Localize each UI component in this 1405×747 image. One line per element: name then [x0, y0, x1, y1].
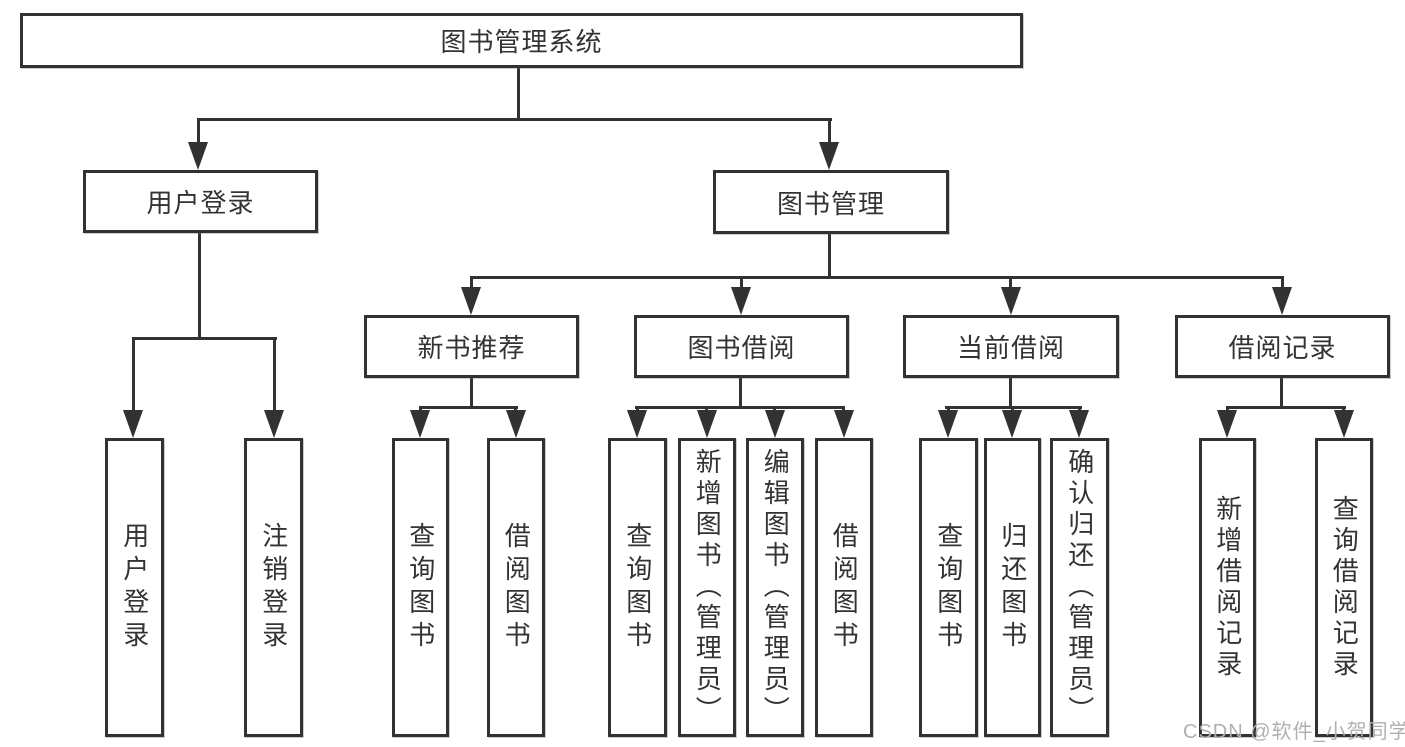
connector-root-stem	[517, 68, 520, 121]
connector-stem-current-borrow	[1009, 276, 1012, 292]
leaf-query-books-2-label: 查询图书	[622, 521, 653, 654]
leaf-query-books-1: 查询图书	[392, 438, 449, 737]
arrowhead-down-icon	[834, 410, 854, 438]
connector-current-borrow-stem	[1009, 378, 1012, 409]
leaf-edit-book-admin-label: 编辑图书（管理员）	[760, 448, 791, 727]
node-book-borrow: 图书借阅	[634, 315, 849, 378]
leaf-add-book-admin: 新增图书（管理员）	[678, 438, 736, 737]
leaf-borrow-books-1-label: 借阅图书	[501, 521, 532, 654]
connector-book-mgmt-stem	[828, 234, 831, 279]
connector-stem-new-books	[470, 276, 473, 292]
arrowhead-down-icon	[1334, 410, 1354, 438]
arrowhead-down-icon	[410, 410, 430, 438]
connector-book-borrow-stem	[739, 378, 742, 409]
leaf-borrow-books-1: 借阅图书	[487, 438, 545, 737]
leaf-query-borrow-record-label: 查询借阅记录	[1329, 494, 1360, 681]
leaf-confirm-return-admin-label: 确认归还（管理员）	[1064, 448, 1095, 727]
arrowhead-down-icon	[123, 410, 143, 438]
connector-stem-book-borrow	[740, 276, 743, 292]
leaf-return-books: 归还图书	[984, 438, 1041, 737]
connector-stem-borrow-records	[1281, 276, 1284, 292]
node-root-system: 图书管理系统	[20, 13, 1023, 68]
node-borrow-records: 借阅记录	[1175, 315, 1390, 378]
leaf-confirm-return-admin: 确认归还（管理员）	[1050, 438, 1109, 737]
arrowhead-down-icon	[1001, 287, 1021, 315]
connector-borrow-records-stem	[1280, 378, 1283, 409]
csdn-watermark: CSDN @软件_小贺同学	[1183, 721, 1405, 743]
node-book-mgmt: 图书管理	[713, 170, 949, 234]
leaf-add-borrow-record: 新增借阅记录	[1199, 438, 1256, 737]
leaf-add-borrow-record-label: 新增借阅记录	[1212, 494, 1243, 681]
connector-book-borrow-hbar	[635, 406, 845, 409]
arrowhead-down-icon	[819, 142, 839, 170]
arrowhead-down-icon	[627, 410, 647, 438]
leaf-user-login: 用户登录	[105, 438, 164, 737]
arrowhead-down-icon	[1217, 410, 1237, 438]
arrowhead-down-icon	[938, 410, 958, 438]
leaf-user-login-label: 用户登录	[119, 521, 150, 654]
leaf-return-books-label: 归还图书	[997, 521, 1028, 654]
arrowhead-down-icon	[1272, 287, 1292, 315]
leaf-borrow-books-2: 借阅图书	[815, 438, 873, 737]
connector-mid-hbar	[470, 276, 1284, 279]
arrowhead-down-icon	[461, 287, 481, 315]
connector-new-books-stem	[470, 378, 473, 409]
arrowhead-down-icon	[506, 410, 526, 438]
arrowhead-down-icon	[1002, 410, 1022, 438]
leaf-logout: 注销登录	[244, 438, 303, 737]
connector-level1-hbar	[197, 118, 832, 121]
leaf-borrow-books-2-label: 借阅图书	[829, 521, 860, 654]
arrowhead-down-icon	[765, 410, 785, 438]
leaf-add-book-admin-label: 新增图书（管理员）	[692, 448, 723, 727]
arrowhead-down-icon	[731, 287, 751, 315]
connector-stem-leaf-user-login	[132, 337, 135, 415]
leaf-query-books-3-label: 查询图书	[933, 521, 964, 654]
connector-stem-user-login	[197, 118, 200, 150]
arrowhead-down-icon	[264, 410, 284, 438]
leaf-query-books-3: 查询图书	[919, 438, 978, 737]
leaf-query-borrow-record: 查询借阅记录	[1315, 438, 1373, 737]
arrowhead-down-icon	[188, 142, 208, 170]
node-new-books: 新书推荐	[364, 315, 579, 378]
connector-user-login-stem	[198, 233, 201, 340]
connector-borrow-records-hbar	[1226, 406, 1346, 409]
leaf-query-books-2: 查询图书	[608, 438, 667, 737]
connector-new-books-hbar	[419, 406, 518, 409]
leaf-query-books-1-label: 查询图书	[405, 521, 436, 654]
connector-stem-book-mgmt	[828, 118, 831, 150]
connector-user-login-hbar	[132, 337, 277, 340]
arrowhead-down-icon	[1069, 410, 1089, 438]
node-user-login: 用户登录	[83, 170, 318, 233]
leaf-logout-label: 注销登录	[258, 521, 289, 654]
leaf-edit-book-admin: 编辑图书（管理员）	[746, 438, 804, 737]
node-current-borrow: 当前借阅	[903, 315, 1119, 378]
arrowhead-down-icon	[697, 410, 717, 438]
connector-stem-leaf-logout	[273, 337, 276, 415]
